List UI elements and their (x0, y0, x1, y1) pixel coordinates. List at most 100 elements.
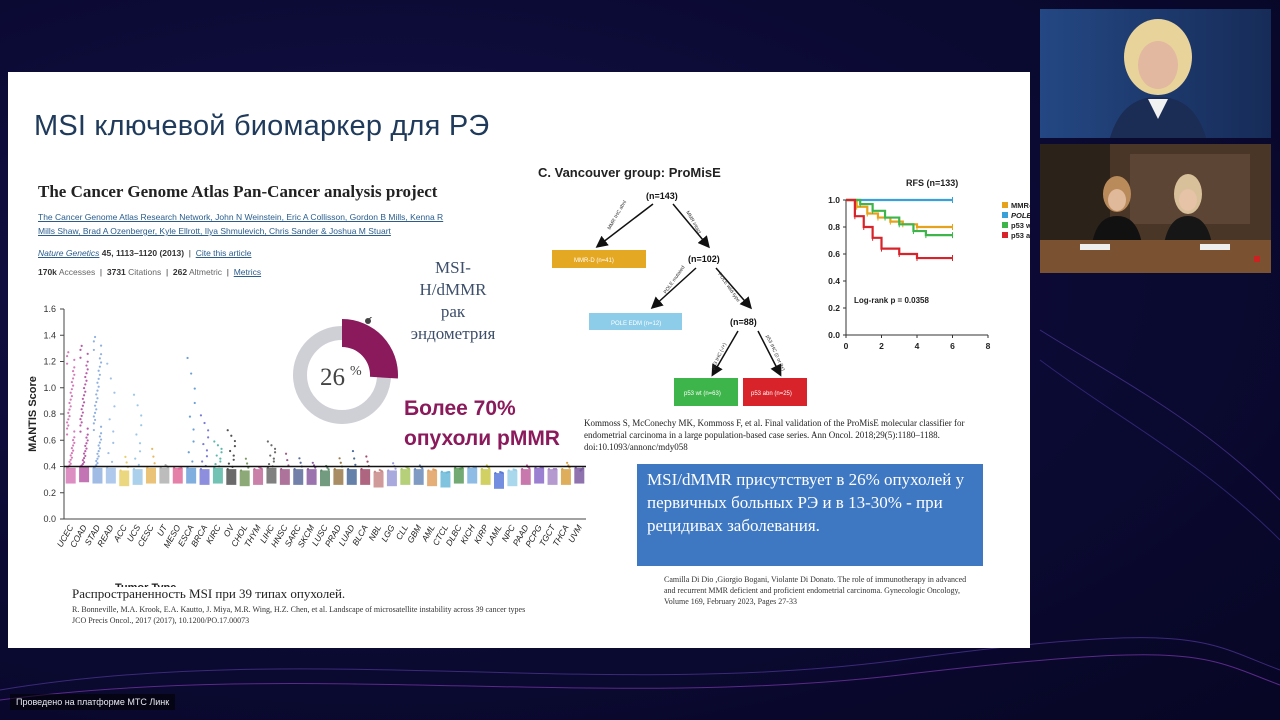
data-point (93, 404, 97, 407)
data-point (97, 377, 100, 380)
metrics-link[interactable]: Metrics (233, 267, 262, 277)
data-point (80, 408, 83, 411)
km-y-tick-label: 0.6 (828, 249, 840, 259)
data-point (69, 462, 72, 465)
data-point (552, 468, 555, 471)
msi-label-line3: рак (440, 302, 466, 321)
data-point (96, 389, 99, 392)
category-box (92, 467, 103, 484)
km-x-tick-label: 6 (950, 341, 955, 351)
data-point (400, 468, 403, 471)
data-point (109, 377, 112, 380)
category-box (266, 467, 277, 484)
data-point (512, 468, 515, 471)
data-point (73, 430, 76, 433)
data-point (84, 450, 87, 453)
data-point (353, 457, 356, 460)
category-box (360, 469, 371, 485)
panel-video-image (1040, 144, 1271, 273)
data-point (233, 439, 237, 443)
data-point (85, 379, 88, 382)
data-point (266, 440, 269, 443)
msi-donut: 26 % (293, 317, 398, 424)
km-legend-swatch (1002, 232, 1008, 238)
node-mmr-d-label: MMR-D (n=41) (574, 258, 614, 264)
y-axis-label: MANTIS Score (27, 376, 39, 452)
data-point (98, 365, 101, 368)
km-series-line (846, 198, 953, 260)
category-box (132, 469, 143, 485)
data-point (95, 408, 98, 411)
data-point (95, 393, 98, 396)
data-point (354, 463, 357, 466)
data-point (71, 370, 75, 373)
data-point (280, 468, 283, 471)
category-box (467, 467, 478, 484)
data-point (81, 462, 84, 466)
chart-reference: R. Bonneville, M.A. Krook, E.A. Kautto, … (72, 604, 552, 626)
data-point (99, 353, 103, 356)
category-box (494, 473, 504, 489)
data-point (454, 466, 457, 469)
category-box (333, 469, 344, 485)
data-point (140, 424, 143, 427)
data-point (86, 368, 89, 371)
node-n88: (n=88) (730, 317, 757, 327)
data-point (95, 463, 98, 467)
data-point (93, 335, 97, 339)
data-point (499, 471, 502, 474)
km-legend-swatch (1002, 222, 1008, 228)
data-point (173, 466, 176, 469)
data-point (201, 460, 204, 463)
data-point (306, 468, 310, 471)
data-point (151, 447, 154, 450)
data-point (82, 401, 86, 404)
data-point (96, 457, 99, 460)
tcga-authors-line1[interactable]: The Cancer Genome Atlas Research Network… (38, 212, 444, 222)
altmetric-label: Altmetric (188, 267, 223, 277)
tcga-metrics: 170k Accesses | 3731 Citations | 262 Alt… (38, 267, 262, 277)
pmmr-line2: опухоли pMMR (404, 427, 560, 450)
data-point (67, 411, 70, 415)
category-box (306, 469, 317, 485)
category-box (440, 471, 451, 488)
data-point (205, 449, 209, 452)
data-point (85, 364, 88, 367)
km-y-tick-label: 0.4 (828, 276, 840, 286)
data-point (125, 461, 128, 464)
data-point (81, 397, 84, 400)
vancouver-title: C. Vancouver group: ProMisE (538, 165, 721, 180)
y-tick-label: 0.6 (43, 435, 56, 445)
data-point (65, 354, 69, 358)
data-point (79, 430, 82, 433)
data-point (137, 463, 140, 466)
data-point (106, 362, 109, 365)
data-point (84, 383, 87, 386)
accesses-count: 170k (38, 267, 57, 277)
data-point (79, 424, 82, 427)
data-point (86, 352, 89, 355)
data-point (273, 451, 277, 454)
data-point (71, 439, 75, 442)
data-point (81, 404, 84, 407)
speaker-video-tile[interactable] (1040, 9, 1271, 138)
data-point (73, 366, 76, 369)
data-point (113, 405, 116, 408)
data-point (113, 391, 116, 394)
node-n143: (n=143) (646, 191, 678, 201)
data-point (71, 444, 75, 447)
tcga-authors-line2[interactable]: Mills Shaw, Brad A Ozenberger, Kyle Ellr… (38, 226, 391, 236)
data-point (98, 373, 101, 376)
data-point (202, 442, 205, 446)
data-point (70, 380, 73, 384)
data-point (427, 469, 430, 472)
panel-video-tile[interactable] (1040, 144, 1271, 273)
data-point (220, 447, 223, 450)
data-point (73, 441, 76, 444)
data-point (267, 462, 271, 466)
cite-link[interactable]: Cite this article (195, 248, 252, 258)
node-p53abn (743, 378, 807, 406)
data-point (97, 369, 100, 372)
journal-link[interactable]: Nature Genetics (38, 248, 100, 258)
tcga-authors: The Cancer Genome Atlas Research Network… (38, 210, 448, 238)
